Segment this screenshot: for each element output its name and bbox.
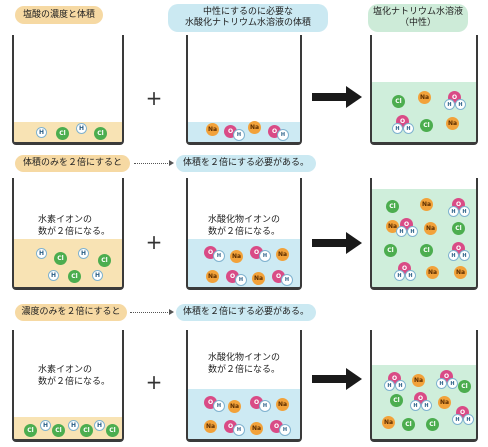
na-ion: Na [228, 400, 241, 413]
cl-ion: Cl [392, 95, 405, 108]
label-double-volume-only: 体積のみを２倍にすると [15, 155, 130, 172]
cl-ion: Cl [52, 424, 65, 437]
dotted-arrow-head [169, 160, 174, 166]
beaker-acid-2: 水素イオンの 数が２倍になる。 H Cl H Cl H Cl H [12, 178, 124, 290]
na-ion: Na [206, 123, 219, 136]
arrow-right-icon [312, 86, 362, 108]
text-h-ion-double: 水素イオンの 数が２倍になる。 [38, 365, 111, 387]
arrow-right-icon [312, 368, 362, 390]
h-ion: H [48, 270, 59, 281]
cl-ion: Cl [94, 127, 107, 140]
cl-ion: Cl [384, 244, 397, 257]
cl-ion: Cl [68, 270, 81, 283]
label-nacl-solution-neutral: 塩化ナトリウム水溶液 （中性） [368, 4, 468, 32]
beaker-acid-1: H Cl H Cl [12, 35, 124, 145]
na-ion: Na [204, 420, 217, 433]
h-ion: H [36, 248, 47, 259]
na-ion: Na [412, 374, 425, 387]
dotted-arrow-head [169, 309, 174, 315]
na-ion: Na [250, 422, 263, 435]
arrow-right-icon [312, 232, 362, 254]
text-oh-ion-double: 水酸化物イオンの 数が２倍になる。 [208, 215, 281, 237]
na-ion: Na [382, 416, 395, 429]
h-ion: H [94, 420, 105, 431]
cl-ion: Cl [386, 200, 399, 213]
na-ion: Na [454, 266, 467, 279]
beaker-acid-3: 水素イオンの 数が２倍になる。 Cl H Cl H Cl H Cl [12, 330, 124, 442]
na-ion: Na [424, 222, 437, 235]
dotted-arrow [130, 312, 170, 314]
cl-ion: Cl [426, 418, 439, 431]
na-ion: Na [276, 398, 289, 411]
plus-sign: + [145, 86, 163, 110]
cl-ion: Cl [452, 222, 465, 235]
na-ion: Na [248, 121, 261, 134]
label-need-double-volume: 体積を２倍にする必要がある。 [176, 155, 316, 172]
na-ion: Na [446, 117, 459, 130]
cl-ion: Cl [106, 424, 119, 437]
h-ion: H [40, 420, 51, 431]
cl-ion: Cl [54, 252, 67, 265]
plus-sign: + [145, 370, 163, 394]
cl-ion: Cl [80, 424, 93, 437]
na-ion: Na [206, 270, 219, 283]
cl-ion: Cl [420, 244, 433, 257]
label-double-concentration-only: 濃度のみを２倍にすると [15, 304, 127, 321]
h-ion: H [78, 248, 89, 259]
cl-ion: Cl [390, 394, 403, 407]
na-ion: Na [386, 220, 399, 233]
na-ion: Na [426, 266, 439, 279]
plus-sign: + [145, 230, 163, 254]
cl-ion: Cl [420, 119, 433, 132]
na-ion: Na [420, 198, 433, 211]
cl-ion: Cl [98, 254, 111, 267]
h-ion: H [76, 123, 87, 134]
h-ion: H [36, 127, 47, 138]
label-need-double-volume: 体積を２倍にする必要がある。 [176, 304, 316, 321]
label-naoh-volume-needed: 中性にするのに必要な 水酸化ナトリウム水溶液の体積 [168, 4, 328, 32]
na-ion: Na [276, 248, 289, 261]
dotted-arrow [134, 163, 170, 165]
text-oh-ion-double: 水酸化物イオンの 数が２倍になる。 [208, 353, 281, 375]
cl-ion: Cl [56, 127, 69, 140]
label-acid-concentration-volume: 塩酸の濃度と体積 [15, 6, 103, 24]
na-ion: Na [418, 91, 431, 104]
na-ion: Na [438, 396, 451, 409]
na-ion: Na [230, 250, 243, 263]
h-ion: H [92, 270, 103, 281]
cl-ion: Cl [458, 380, 471, 393]
cl-ion: Cl [24, 424, 37, 437]
text-h-ion-double: 水素イオンの 数が２倍になる。 [38, 215, 111, 237]
na-ion: Na [252, 272, 265, 285]
cl-ion: Cl [402, 418, 415, 431]
h-ion: H [68, 420, 79, 431]
